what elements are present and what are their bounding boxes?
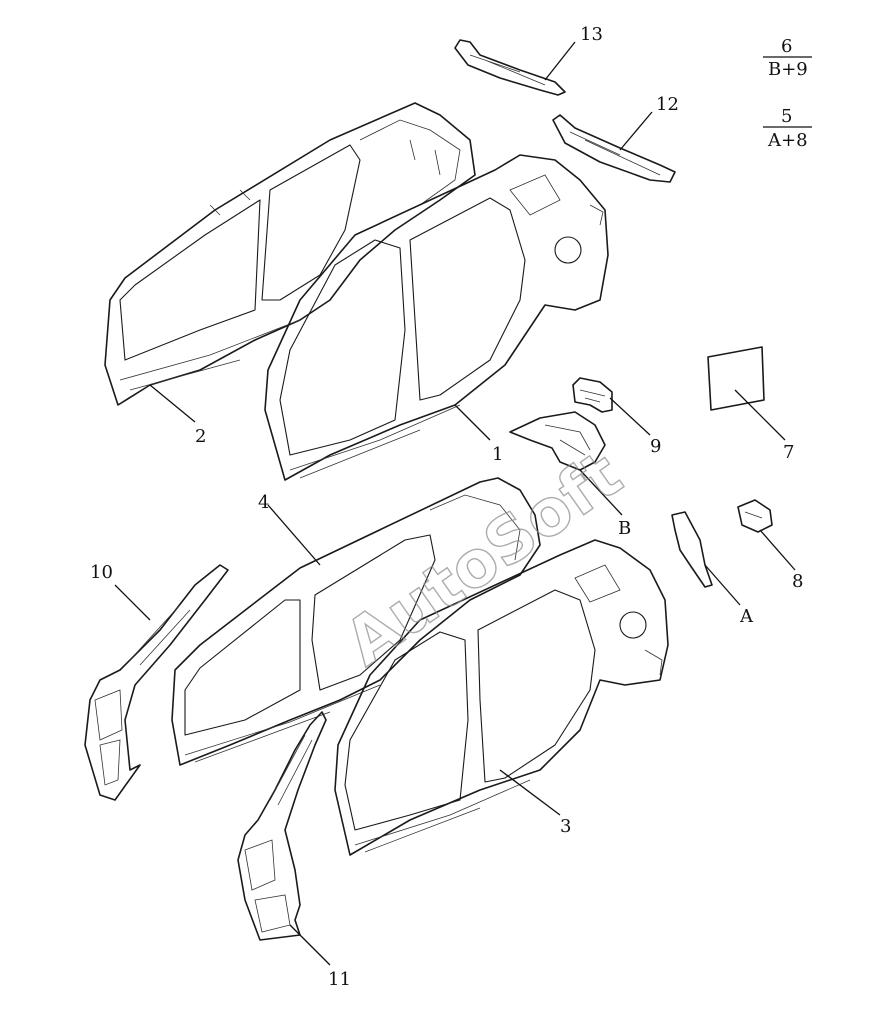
callout-4: 4 <box>258 492 269 513</box>
part-10-pillar <box>84 564 229 801</box>
part-8-bracket <box>737 499 773 533</box>
callout-10: 10 <box>90 562 113 583</box>
part-3-outer-side-panel <box>334 539 669 856</box>
part-4-inner-side-panel <box>171 477 541 766</box>
part-B-bracket <box>509 411 606 471</box>
callout-11: 11 <box>328 969 351 990</box>
part-11-pillar <box>237 711 327 941</box>
legend-5-top: 5 <box>781 106 792 127</box>
callout-9: 9 <box>650 436 661 457</box>
callout-A: A <box>739 606 754 627</box>
part-9-bracket <box>572 377 613 413</box>
part-13-rail <box>454 39 566 96</box>
part-7-panel <box>707 346 765 411</box>
leader-lines <box>114 41 796 966</box>
callout-1: 1 <box>492 444 503 465</box>
callout-B: B <box>618 518 631 539</box>
assembly-legend: 6 B+9 5 A+8 <box>763 36 812 151</box>
callouts: 13 12 2 1 9 7 4 B 10 8 A 3 11 <box>90 24 803 990</box>
part-A-bracket <box>671 511 713 588</box>
callout-13: 13 <box>580 24 603 45</box>
callout-8: 8 <box>792 571 803 592</box>
part-12-rail <box>552 114 676 183</box>
legend-6-bottom: B+9 <box>768 59 808 80</box>
callout-12: 12 <box>656 94 679 115</box>
callout-2: 2 <box>195 426 206 447</box>
callout-7: 7 <box>783 442 794 463</box>
part-2-inner-side-panel <box>104 102 476 406</box>
callout-3: 3 <box>560 816 571 837</box>
legend-6-top: 6 <box>781 36 792 57</box>
part-1-outer-side-panel <box>264 154 609 481</box>
legend-5-bottom: A+8 <box>767 130 808 151</box>
watermark: AutoSoft <box>332 438 635 681</box>
